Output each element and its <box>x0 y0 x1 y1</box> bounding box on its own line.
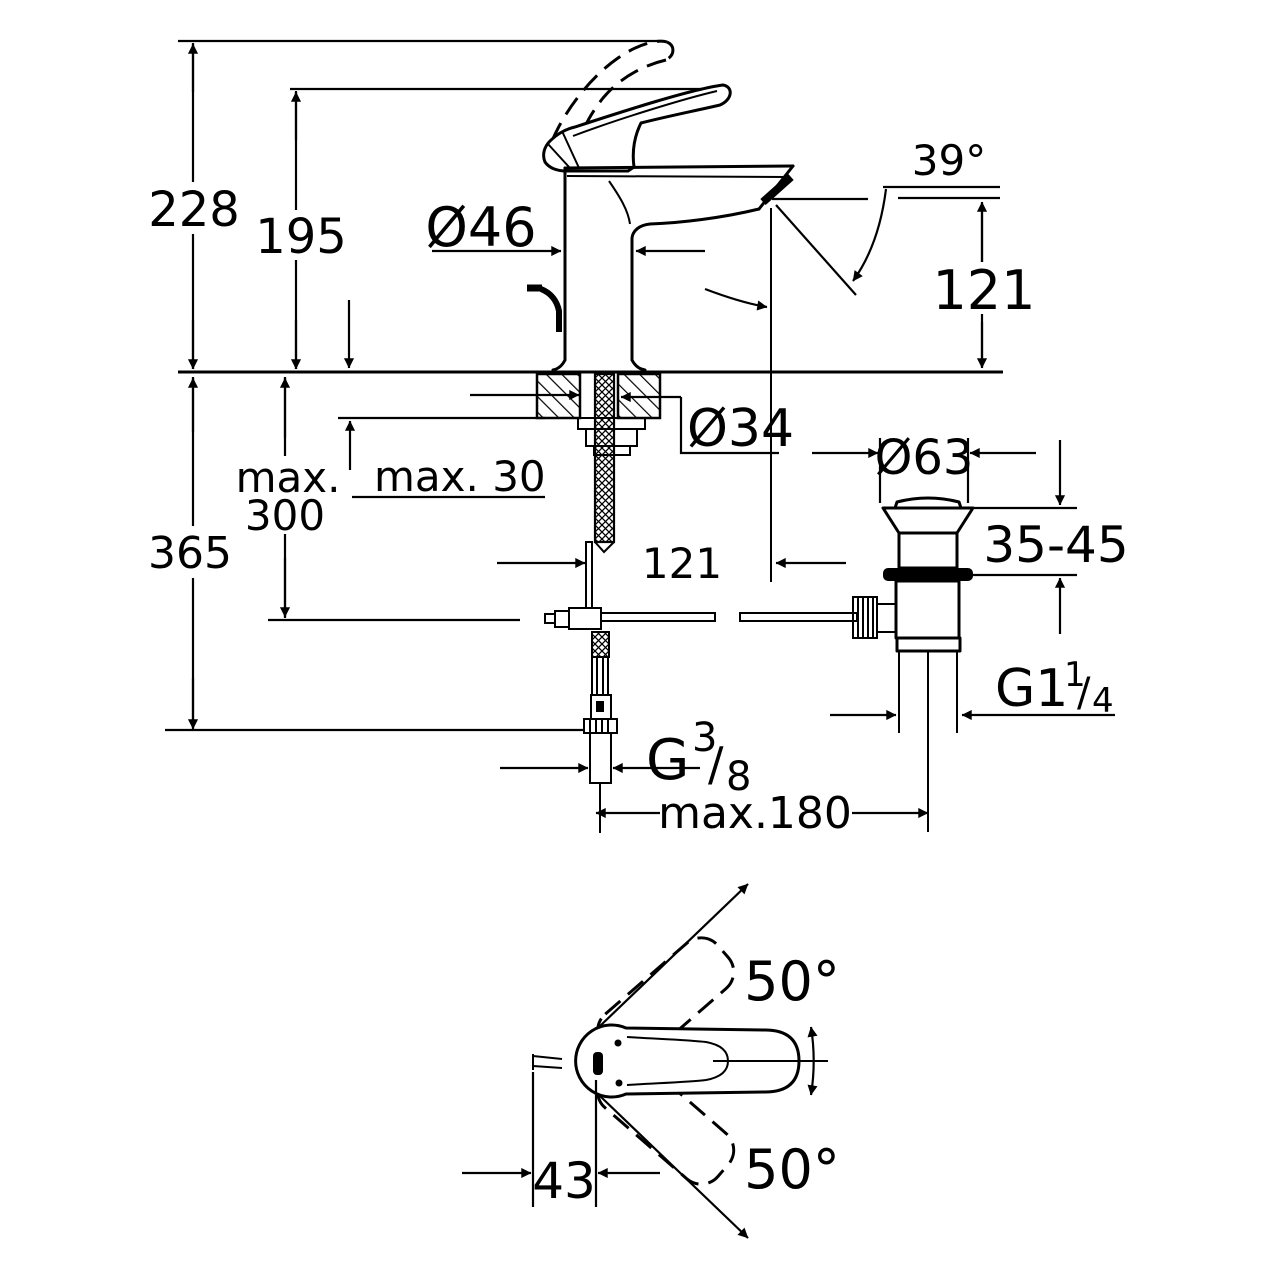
rod-cross-fitting <box>568 607 602 630</box>
thread-g114-label: G1 1 / 4 <box>995 655 1114 721</box>
angle-39-label: 39° <box>912 136 986 185</box>
hose-braid-lower <box>591 631 610 658</box>
g38-sub: 8 <box>726 754 751 800</box>
bg-121-spout <box>950 262 1018 314</box>
body-top-inner-line <box>566 175 787 178</box>
arc-stream-small <box>704 287 768 311</box>
g38-main: G <box>646 728 689 793</box>
hose-connector-window <box>596 701 604 712</box>
dimension-labels: 228 195 Ø46 39° 121 Ø34 max. 300 max. 30… <box>148 136 1129 1210</box>
lever-knob-facets <box>547 130 580 169</box>
handle-pivot-mark <box>593 1052 603 1075</box>
waste-cap <box>893 496 963 510</box>
hose-nut <box>583 718 618 734</box>
lower-dimension-lines <box>165 377 1115 819</box>
handle-pin <box>532 1054 563 1070</box>
g114-slash: / <box>1077 670 1091 716</box>
waste-collar <box>895 636 962 653</box>
lever-handle <box>542 83 732 173</box>
spout-underside <box>630 207 761 362</box>
base-flare-left <box>551 358 567 372</box>
handle-top-view <box>462 883 828 1239</box>
horizontal-rod-right <box>739 612 858 622</box>
bg-max300 <box>240 456 332 534</box>
dia-63-label: Ø63 <box>875 430 974 486</box>
dim-121-offset-label: 121 <box>642 539 722 588</box>
drain-assembly <box>852 496 975 832</box>
swing-limit-line-upper <box>599 883 749 1027</box>
body-top-edge <box>563 164 795 170</box>
max-word-label: max. <box>236 453 341 502</box>
dia-46-label: Ø46 <box>425 196 536 259</box>
dia-34-label: Ø34 <box>687 399 794 459</box>
leader-dia34 <box>679 397 779 455</box>
g114-main: G1 <box>995 659 1068 719</box>
max-30-label: max. 30 <box>374 452 546 501</box>
handle-dot-lower <box>615 1079 623 1087</box>
spout-body-blend <box>608 180 631 225</box>
angle-50-lower-label: 50° <box>744 1138 840 1201</box>
g114-sup: 1 <box>1064 655 1086 695</box>
waste-flange <box>881 506 975 535</box>
flex-hose <box>593 372 616 544</box>
aerator-band <box>760 174 794 205</box>
bg-228 <box>164 182 224 234</box>
bg-195 <box>270 210 332 260</box>
waste-knob-knurls <box>857 597 874 638</box>
pop-up-rod-lower <box>585 541 593 609</box>
fitting-knob <box>554 610 570 628</box>
waste-gasket <box>883 568 973 581</box>
max-300-label: 300 <box>245 491 325 540</box>
arc-39-degrees <box>852 188 888 282</box>
swing-limit-line-lower <box>599 1095 749 1239</box>
stream-angle-line <box>775 204 857 296</box>
range-35-45-label: 35-45 <box>983 516 1128 574</box>
g38-sup: 3 <box>692 715 717 761</box>
dim-365-label: 365 <box>148 528 232 579</box>
thread-g38-label: G 3 / 8 <box>646 715 751 800</box>
horizontal-rod-left <box>600 612 716 622</box>
dashed-lever-tip <box>665 40 675 62</box>
hose-sleeve <box>591 656 609 696</box>
handle-dot-upper <box>614 1039 622 1047</box>
hose-nut-knurls <box>589 719 609 733</box>
angle-50-upper-label: 50° <box>744 950 840 1013</box>
max-180-label: max.180 <box>658 788 852 839</box>
faucet-side-view <box>527 39 795 372</box>
base-flare-right <box>630 358 647 372</box>
hose-tail-pipe <box>589 732 612 784</box>
flex-hose-end <box>594 541 615 554</box>
g114-sub: 4 <box>1092 681 1114 721</box>
pop-up-rod <box>539 286 562 332</box>
waste-knob-stem <box>876 603 897 633</box>
handle-top-outline <box>574 1023 801 1099</box>
dim-121-spout-label: 121 <box>932 259 1035 322</box>
dashed-lever-outer <box>550 39 668 142</box>
waste-neck <box>897 531 959 570</box>
fitting-stub <box>544 613 556 624</box>
dim-228-label: 228 <box>148 182 240 238</box>
g38-slash: / <box>708 737 724 791</box>
waste-body <box>894 579 961 640</box>
dim-195-label: 195 <box>255 209 347 265</box>
bg-365 <box>160 526 222 578</box>
dim-43-label: 43 <box>532 1152 596 1210</box>
lever-handle-inner-line <box>572 90 718 137</box>
